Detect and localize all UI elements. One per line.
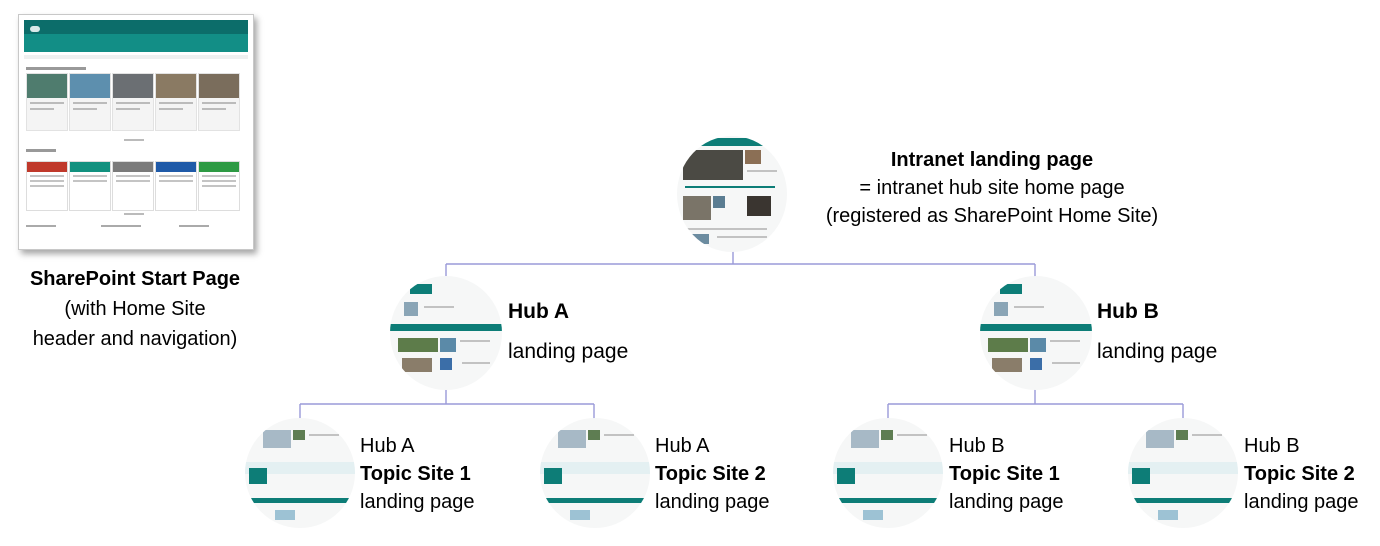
pager-dots	[124, 213, 144, 215]
topic-b2-thumbnail	[1128, 418, 1238, 528]
news-card	[112, 73, 154, 131]
topic-a1-name: Topic Site 1	[360, 463, 471, 485]
sharepoint-start-page-thumbnail	[18, 14, 254, 250]
site-card	[26, 161, 68, 211]
topic-a2-subtitle: landing page	[655, 491, 770, 513]
topic-b1-name: Topic Site 1	[949, 463, 1060, 485]
site-card	[198, 161, 240, 211]
news-card	[69, 73, 111, 131]
start-page-caption: SharePoint Start Page (with Home Site he…	[0, 264, 270, 354]
news-card	[26, 73, 68, 131]
topic-a1-subtitle: landing page	[360, 491, 475, 513]
topic-a2-hub: Hub A	[655, 435, 710, 457]
topic-a1-thumbnail	[245, 418, 355, 528]
hub-a-thumbnail	[390, 276, 502, 390]
pager-dots	[124, 139, 144, 141]
hub-b-thumbnail	[980, 276, 1092, 390]
topic-b1-subtitle: landing page	[949, 491, 1064, 513]
sharepoint-logo-icon	[30, 26, 40, 32]
news-section-heading	[26, 67, 86, 70]
topic-b2-hub: Hub B	[1244, 435, 1300, 457]
site-card	[112, 161, 154, 211]
footer-section	[101, 225, 141, 227]
start-page-line2: (with Home Site	[64, 298, 206, 320]
topic-a2-thumbnail	[540, 418, 650, 528]
topic-b2-label: Hub B Topic Site 2 landing page	[1244, 432, 1359, 516]
topic-a1-label: Hub A Topic Site 1 landing page	[360, 432, 475, 516]
hub-b-subtitle: landing page	[1097, 340, 1218, 363]
hub-a-subtitle: landing page	[508, 340, 629, 363]
start-page-line3: header and navigation)	[32, 328, 238, 350]
intranet-line2: = intranet hub site home page	[859, 177, 1125, 199]
topic-b1-hub: Hub B	[949, 435, 1005, 457]
start-page-title: SharePoint Start Page	[29, 268, 241, 290]
intranet-line3: (registered as SharePoint Home Site)	[825, 205, 1159, 227]
site-card	[69, 161, 111, 211]
news-card	[155, 73, 197, 131]
footer-section	[26, 225, 56, 227]
topic-a2-name: Topic Site 2	[655, 463, 766, 485]
sites-section-heading	[26, 149, 56, 152]
site-card	[155, 161, 197, 211]
hub-b-title: Hub B	[1097, 300, 1159, 323]
footer-section	[179, 225, 209, 227]
news-card	[198, 73, 240, 131]
command-bar	[24, 55, 248, 59]
topic-a2-label: Hub A Topic Site 2 landing page	[655, 432, 770, 516]
hub-a-title: Hub A	[508, 300, 570, 323]
home-site-header	[24, 34, 248, 52]
topic-b1-label: Hub B Topic Site 1 landing page	[949, 432, 1064, 516]
topic-a1-hub: Hub A	[360, 435, 415, 457]
intranet-caption: Intranet landing page = intranet hub sit…	[796, 146, 1188, 230]
topic-b2-name: Topic Site 2	[1244, 463, 1355, 485]
topic-b1-thumbnail	[833, 418, 943, 528]
topic-b2-subtitle: landing page	[1244, 491, 1359, 513]
suite-bar	[24, 20, 248, 34]
intranet-title: Intranet landing page	[890, 149, 1094, 171]
intranet-landing-thumbnail	[677, 136, 787, 252]
